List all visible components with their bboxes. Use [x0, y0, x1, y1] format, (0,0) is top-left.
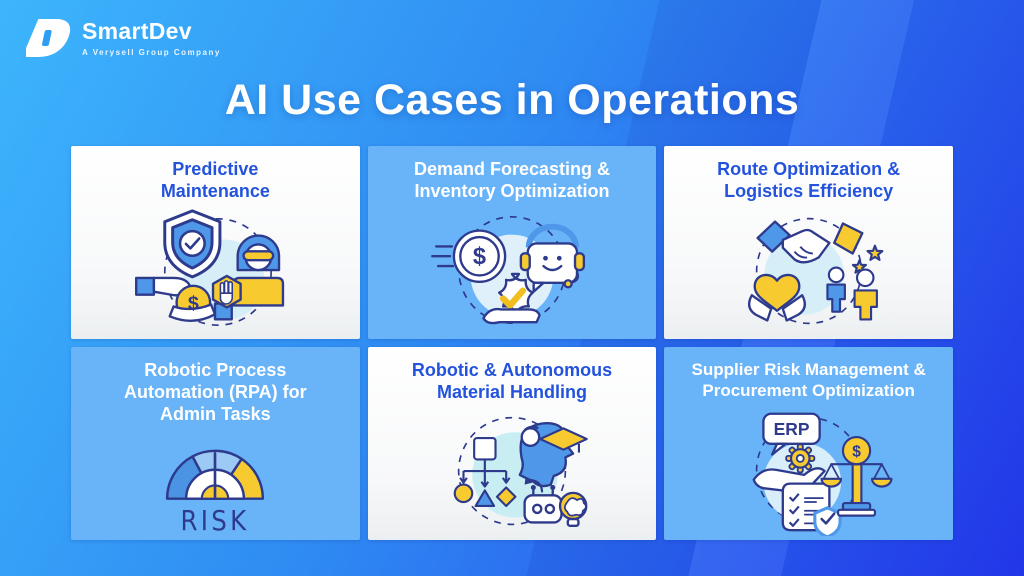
chatbot-eye	[556, 255, 562, 261]
gear-icon	[784, 443, 815, 474]
handshake-icon	[756, 220, 864, 264]
arrowhead	[524, 476, 533, 485]
hand-giving-coin-icon	[135, 276, 234, 322]
erp-bubble-icon	[761, 412, 821, 456]
predictive-maintenance-icon: $	[135, 209, 285, 326]
dollar-coin-icon	[431, 229, 507, 283]
shield-check-icon	[163, 209, 222, 279]
chatbot-headset-icon	[519, 223, 586, 293]
card-route-optimization: Route Optimization & Logistics Efficienc…	[664, 146, 953, 339]
supplier-risk-icon: ERP	[752, 412, 893, 536]
shield-check-icon	[812, 506, 842, 536]
card-icon-area: ERP	[664, 401, 953, 540]
risk-gauge-icon: RISK	[166, 449, 265, 535]
dollar-sign: $	[188, 292, 199, 314]
graduation-cap-icon	[539, 427, 588, 453]
card-title: Robotic Process Automation (RPA) for Adm…	[124, 360, 307, 424]
card-supplier-risk: Supplier Risk Management & Procurement O…	[664, 347, 953, 540]
heart-in-hands-icon	[747, 273, 806, 322]
brain-lightbulb-icon	[558, 491, 588, 527]
card-icon-area	[368, 404, 657, 540]
balance-scale-icon	[820, 435, 893, 517]
stop-hand-hexagon-icon	[212, 274, 243, 309]
card-icon-area	[664, 203, 953, 339]
card-material-handling: Robotic & Autonomous Material Handling	[367, 347, 657, 540]
flowchart-icon	[453, 436, 517, 507]
hand-check-badge-icon	[482, 272, 541, 325]
card-rpa-admin-tasks: Robotic Process Automation (RPA) for Adm…	[71, 347, 360, 540]
card-predictive-maintenance: Predictive Maintenance $	[71, 146, 360, 339]
head-profile-icon	[518, 421, 575, 488]
dollar-sign: $	[852, 443, 861, 460]
card-title: Demand Forecasting & Inventory Optimizat…	[413, 159, 610, 201]
erp-label: ERP	[773, 419, 809, 439]
people-with-stars-icon	[826, 244, 884, 321]
dollar-sign: $	[473, 244, 486, 270]
material-handling-icon	[453, 416, 588, 527]
chatbot-eye	[543, 255, 548, 261]
card-title: Supplier Risk Management & Procurement O…	[691, 360, 926, 400]
card-icon-area: $	[71, 203, 360, 339]
card-demand-forecasting: Demand Forecasting & Inventory Optimizat…	[367, 146, 657, 339]
chatbot-smile	[542, 264, 563, 272]
page-title: AI Use Cases in Operations	[224, 76, 800, 124]
card-title: Route Optimization & Logistics Efficienc…	[717, 159, 901, 201]
gauge-label: RISK	[181, 506, 250, 535]
brand-name: SmartDev	[82, 18, 192, 44]
card-title: Predictive Maintenance	[160, 159, 270, 201]
card-icon-area: RISK	[71, 426, 360, 540]
smartdev-logo: SmartDev A Verysell Group Company	[26, 12, 221, 64]
route-optimization-icon	[747, 217, 884, 325]
worker-icon	[232, 234, 285, 307]
card-title: Robotic & Autonomous Material Handling	[411, 360, 613, 402]
demand-forecasting-icon: $	[431, 215, 586, 325]
curved-arrow-icon	[529, 478, 544, 493]
card-icon-area: $	[368, 203, 657, 339]
dashed-circle	[164, 217, 273, 326]
smartdev-d-icon	[26, 19, 71, 57]
cards-grid: Predictive Maintenance $	[71, 146, 953, 540]
brand-tagline: A Verysell Group Company	[82, 48, 221, 57]
